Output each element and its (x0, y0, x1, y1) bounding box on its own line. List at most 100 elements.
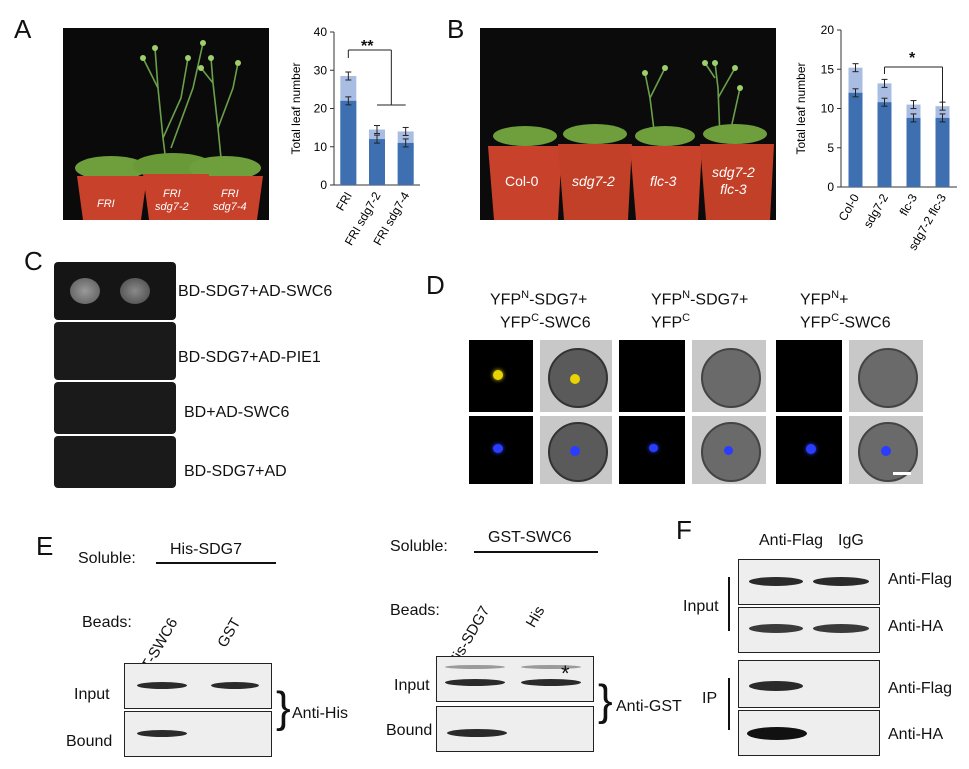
e-right-input-blot (436, 656, 594, 702)
yeast-colony (120, 278, 150, 304)
y-tick-label: 5 (827, 141, 834, 155)
pot-label-col-0: Col-0 (505, 173, 539, 189)
e-right-soluble-protein: GST-SWC6 (488, 529, 572, 546)
f-column-2: IgG (838, 532, 864, 549)
bifc-yfp-image-1 (469, 340, 533, 412)
e-left-soluble-label: Soluble: (78, 550, 136, 567)
bifc-brightfield-image-3 (849, 340, 923, 412)
y-axis-label: Total leaf number (795, 62, 808, 154)
e-right-bound-label: Bound (386, 722, 433, 739)
e-left-antibody: Anti-His (292, 705, 349, 722)
e-left-bead-2: GST (214, 615, 245, 651)
f-column-1: Anti-Flag (759, 532, 824, 549)
e-left-bound-blot (124, 711, 272, 757)
y2h-label-row-4: BD-SDG7+AD (184, 463, 287, 480)
pot-label-fri-sdg7-2: FRI sdg7-2 (155, 188, 189, 213)
bifc-merge-image-2 (692, 416, 766, 484)
f-antibody-1: Anti-Flag (888, 571, 953, 588)
blot-band (521, 679, 581, 686)
y-tick-label: 40 (314, 25, 328, 39)
bifc-col3-title-line1: YFPN+ (800, 289, 849, 309)
y-tick-label: 30 (314, 63, 328, 77)
pot-label-sdg7-2-flc-3: sdg7-2 flc-3 (712, 164, 755, 197)
nucleus-signal (806, 444, 816, 454)
protoplast (858, 348, 918, 408)
f-input-ha-blot (738, 607, 880, 653)
y-tick-label: 20 (821, 23, 835, 37)
e-right-soluble-underline (474, 551, 598, 553)
blot-band (137, 682, 187, 689)
y2h-plate-row-2 (54, 322, 176, 380)
e-left-brace: } (276, 683, 291, 732)
f-group-input-bar (728, 577, 730, 631)
y-tick-label: 0 (827, 180, 834, 194)
bar-rosette (906, 117, 921, 187)
nucleus-signal (649, 444, 658, 452)
nucleus-signal (724, 446, 733, 455)
panel-a-plant-photo: FRI FRI sdg7-2 FRI sdg7-4 (63, 28, 269, 220)
bar-rosette (877, 102, 892, 187)
e-right-bead-2: His (522, 603, 549, 631)
protoplast (701, 348, 761, 408)
f-antibody-3: Anti-Flag (888, 680, 953, 697)
nucleus-signal (493, 444, 503, 453)
bifc-col2-title-line2: YFPC (651, 312, 691, 332)
y2h-plate-row-3 (54, 382, 176, 434)
blot-band (747, 727, 807, 740)
y2h-label-row-2: BD-SDG7+AD-PIE1 (178, 349, 321, 366)
f-input-flag-blot (738, 559, 880, 605)
bifc-dapi-image-1 (469, 416, 533, 484)
y-axis-label: Total leaf number (290, 62, 303, 154)
x-tick-label: FRI (333, 190, 355, 214)
blot-band (447, 729, 507, 737)
bar-rosette (935, 117, 950, 187)
plant-photo-b-drawing (488, 60, 774, 220)
e-right-brace: } (598, 676, 613, 725)
bifc-merge-image-1 (540, 416, 612, 484)
f-group-input: Input (683, 598, 719, 615)
f-antibody-4: Anti-HA (888, 726, 944, 743)
yeast-colony (70, 278, 100, 304)
y-tick-label: 10 (821, 102, 835, 116)
e-left-bound-label: Bound (66, 733, 113, 750)
blot-band (211, 682, 259, 689)
bar-rosette (340, 100, 357, 185)
f-group-ip-bar (728, 678, 730, 730)
panel-a-significance: ** (361, 38, 374, 55)
y-tick-label: 10 (314, 140, 328, 154)
panel-label-a: A (14, 14, 32, 44)
blot-band (749, 624, 803, 633)
e-right-soluble-label: Soluble: (390, 538, 448, 555)
yeast-two-hybrid-panel (54, 262, 176, 488)
y2h-label-row-3: BD+AD-SWC6 (184, 404, 290, 421)
panel-label-c: C (24, 246, 43, 276)
f-ip-ha-blot (738, 710, 880, 756)
x-tick-label: sdg7-2 (861, 191, 892, 230)
blot-band (445, 679, 505, 686)
blot-band (137, 730, 187, 737)
e-right-beads-label: Beads: (390, 602, 440, 619)
f-antibody-2: Anti-HA (888, 618, 944, 635)
y-tick-label: 20 (314, 102, 328, 116)
bifc-col1-title-line2: YFPC-SWC6 (500, 312, 591, 332)
f-ip-flag-blot (738, 660, 880, 708)
panel-label-b: B (447, 14, 465, 44)
pot-label-fri-sdg7-4: FRI sdg7-4 (213, 188, 247, 213)
bifc-yfp-image-3 (776, 340, 842, 412)
y-tick-label: 15 (821, 62, 835, 76)
y2h-plate-row-4 (54, 436, 176, 488)
e-right-antibody: Anti-GST (616, 698, 682, 715)
blot-band (813, 624, 869, 633)
blot-band (521, 665, 581, 669)
x-tick-label: flc-3 (897, 191, 921, 218)
bar-rosette (369, 139, 385, 185)
e-left-soluble-protein: His-SDG7 (170, 541, 243, 558)
blot-band (813, 577, 869, 586)
bifc-col2-title-line1: YFPN-SDG7+ (651, 289, 749, 309)
bifc-brightfield-image-2 (692, 340, 766, 412)
panel-b-significance: * (909, 50, 916, 67)
e-right-input-label: Input (394, 677, 430, 694)
e-right-bound-blot (436, 706, 594, 752)
